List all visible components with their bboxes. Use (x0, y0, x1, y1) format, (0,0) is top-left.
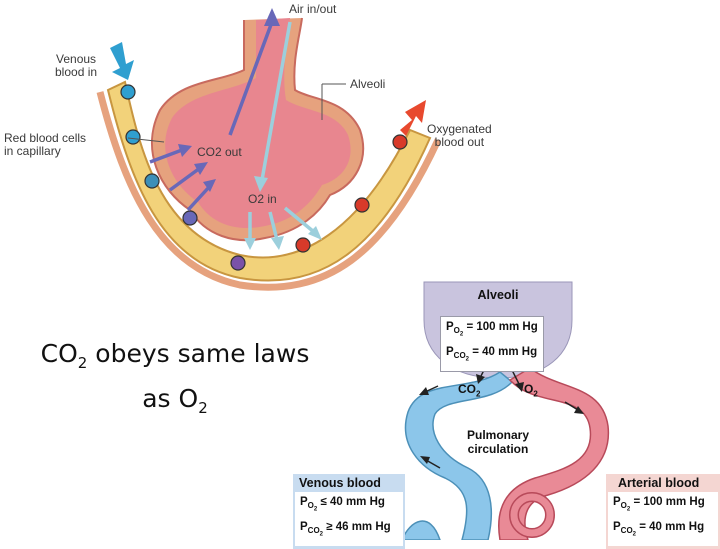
capillary (106, 80, 432, 282)
pulmonary-line-2: circulation (467, 442, 529, 456)
two-subscript: 2 (313, 506, 318, 513)
air-in-out-label: Air in/out (289, 2, 337, 16)
arterial-pressures: PO2 = 100 mm Hg PCO2 = 40 mm Hg (608, 492, 718, 546)
caption: CO2 obeys same laws as O2 (25, 336, 325, 426)
venous-in-arrow (110, 42, 134, 80)
o2-sub: 2 (533, 389, 538, 399)
alveoli-title: Alveoli (477, 288, 519, 302)
pulmonary-circulation-label: Pulmonary circulation (448, 428, 548, 456)
venous-blood-box: Venous blood PO2 ≤ 40 mm Hg PCO2 ≥ 46 mm… (293, 474, 405, 549)
venous-line-1: Venous (56, 52, 97, 66)
caption-line1-rest: obeys same laws (87, 339, 310, 368)
rbc-line-2: in capillary (4, 144, 61, 158)
alveoli-pco2-value: = 40 mm Hg (472, 345, 538, 358)
alveoli-pco2: PCO2 = 40 mm Hg (446, 344, 538, 369)
caption-co-sub: 2 (77, 354, 88, 372)
venous-vessel (404, 371, 514, 540)
red-blood-cell (392, 134, 408, 150)
caption-line-1: CO2 obeys same laws (25, 336, 325, 381)
p-symbol: P (613, 496, 621, 508)
venous-pco2: PCO2 ≥ 46 mm Hg (300, 519, 398, 544)
arterial-pco2: PCO2 = 40 mm Hg (613, 519, 713, 544)
arterial-po2-value: = 100 mm Hg (633, 496, 705, 508)
two-subscript: 2 (459, 331, 464, 338)
oxygenated-blood-out-label: Oxygenated blood out (427, 123, 492, 149)
oxygenated-out-arrow (400, 100, 426, 136)
co-subscript: CO (307, 526, 320, 536)
p-symbol: P (613, 520, 621, 533)
venous-blood-in-label: Venous blood in (55, 53, 97, 79)
alveoli-label: Alveoli (350, 77, 386, 91)
venous-pco2-value: ≥ 46 mm Hg (326, 520, 391, 533)
two-subscript: 2 (319, 531, 324, 538)
pulmonary-line-1: Pulmonary (466, 428, 529, 442)
co-subscript: CO (620, 526, 633, 536)
o2-in-label: O2 in (248, 192, 277, 206)
venous-pressures: PO2 ≤ 40 mm Hg PCO2 ≥ 46 mm Hg (295, 492, 403, 546)
alveoli-po2: PO2 = 100 mm Hg (446, 319, 538, 344)
arterial-title: Arterial blood (618, 476, 700, 490)
two-subscript: 2 (632, 531, 637, 538)
oxygenated-line-2: blood out (434, 135, 485, 149)
venous-po2-value: ≤ 40 mm Hg (320, 496, 385, 508)
red-blood-cell (230, 255, 246, 271)
alveoli-pressures: PO2 = 100 mm Hg PCO2 = 40 mm Hg (440, 316, 544, 372)
red-blood-cell (144, 173, 160, 189)
p-symbol: P (446, 321, 454, 333)
red-blood-cell (120, 84, 136, 100)
two-subscript: 2 (626, 506, 631, 513)
venous-title: Venous blood (299, 476, 381, 490)
o-subscript: O (307, 501, 314, 511)
caption-as-o: as O (142, 384, 199, 413)
co2-sub: 2 (476, 389, 481, 399)
arterial-pco2-value: = 40 mm Hg (639, 520, 705, 533)
venous-po2: PO2 ≤ 40 mm Hg (300, 494, 398, 519)
o2-text: O (524, 382, 534, 396)
alveolus-air-space (165, 18, 351, 229)
red-blood-cells-label: Red blood cells in capillary (4, 132, 86, 158)
co2-arrows (149, 8, 280, 212)
o-subscript: O (453, 326, 460, 336)
o2-arrows (244, 21, 322, 250)
o2-label: O2 (524, 382, 538, 398)
oxygenated-line-1: Oxygenated (427, 122, 492, 136)
p-symbol: P (300, 520, 308, 533)
red-blood-cell (125, 129, 141, 145)
caption-o-sub: 2 (198, 399, 208, 417)
red-blood-cell (354, 197, 370, 213)
two-subscript: 2 (465, 356, 470, 363)
o-subscript: O (620, 501, 627, 511)
co-subscript: CO (453, 351, 466, 361)
rbc-line-1: Red blood cells (4, 131, 87, 145)
caption-co: CO (40, 339, 78, 368)
alveoli-po2-value: = 100 mm Hg (466, 321, 538, 333)
p-symbol: P (446, 345, 454, 358)
capillary-wall-outer (96, 91, 442, 291)
arterial-po2: PO2 = 100 mm Hg (613, 494, 713, 519)
arterial-blood-box: Arterial blood PO2 = 100 mm Hg PCO2 = 40… (606, 474, 720, 549)
co2-text: CO (458, 382, 476, 396)
co2-out-label: CO2 out (197, 145, 242, 159)
venous-line-2: blood in (55, 65, 98, 79)
red-blood-cells (120, 84, 408, 271)
caption-line-2: as O2 (25, 381, 325, 426)
p-symbol: P (300, 496, 308, 508)
co2-label: CO2 (458, 382, 480, 398)
red-blood-cell (182, 210, 198, 226)
red-blood-cell (295, 237, 311, 253)
